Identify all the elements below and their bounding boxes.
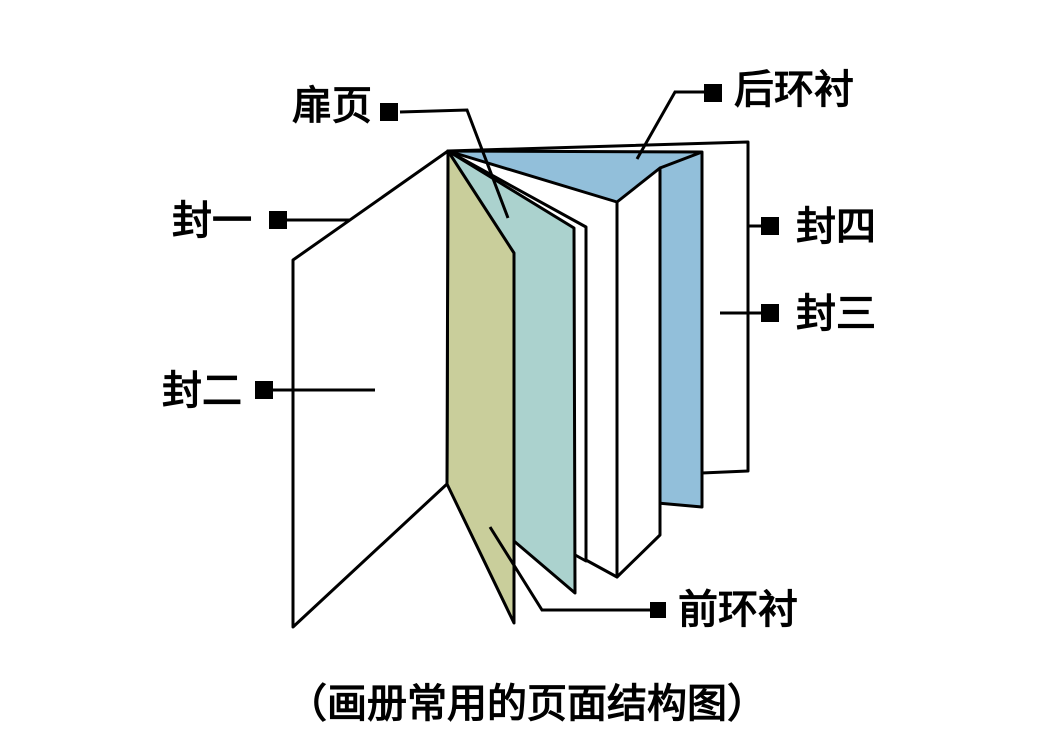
cover2-marker bbox=[255, 381, 273, 399]
cover1-marker bbox=[269, 211, 287, 229]
cover1-label: 封一 bbox=[172, 199, 252, 243]
front-endpaper-label: 前环衬 bbox=[678, 588, 798, 632]
front-endpaper-marker bbox=[650, 602, 666, 618]
back-endpaper-fold-edge bbox=[659, 150, 703, 170]
cover2-label: 封二 bbox=[162, 369, 242, 413]
front-endpaper-leader-line bbox=[488, 526, 651, 612]
book-pages bbox=[291, 140, 750, 629]
title-page-marker bbox=[380, 103, 398, 121]
title-page-leader-line bbox=[399, 108, 510, 219]
labels: 扉页 后环衬 封一 封四 封三 封二 前环衬 （画册常用的页面结构图） bbox=[162, 68, 876, 726]
label-markers bbox=[255, 84, 779, 618]
cover3-marker bbox=[761, 304, 779, 322]
cover4-label: 封四 bbox=[796, 205, 876, 249]
back-endpaper-label: 后环衬 bbox=[734, 68, 854, 112]
leader-lines bbox=[272, 90, 762, 612]
cover4-marker bbox=[761, 217, 779, 235]
title-page-label: 扉页 bbox=[292, 84, 372, 128]
back-endpaper-leader-line bbox=[635, 90, 704, 160]
cover3-label: 封三 bbox=[796, 292, 876, 336]
inner-page-right-panel bbox=[615, 166, 662, 579]
back-endpaper-marker bbox=[704, 84, 722, 102]
diagram-caption: （画册常用的页面结构图） bbox=[287, 682, 767, 726]
